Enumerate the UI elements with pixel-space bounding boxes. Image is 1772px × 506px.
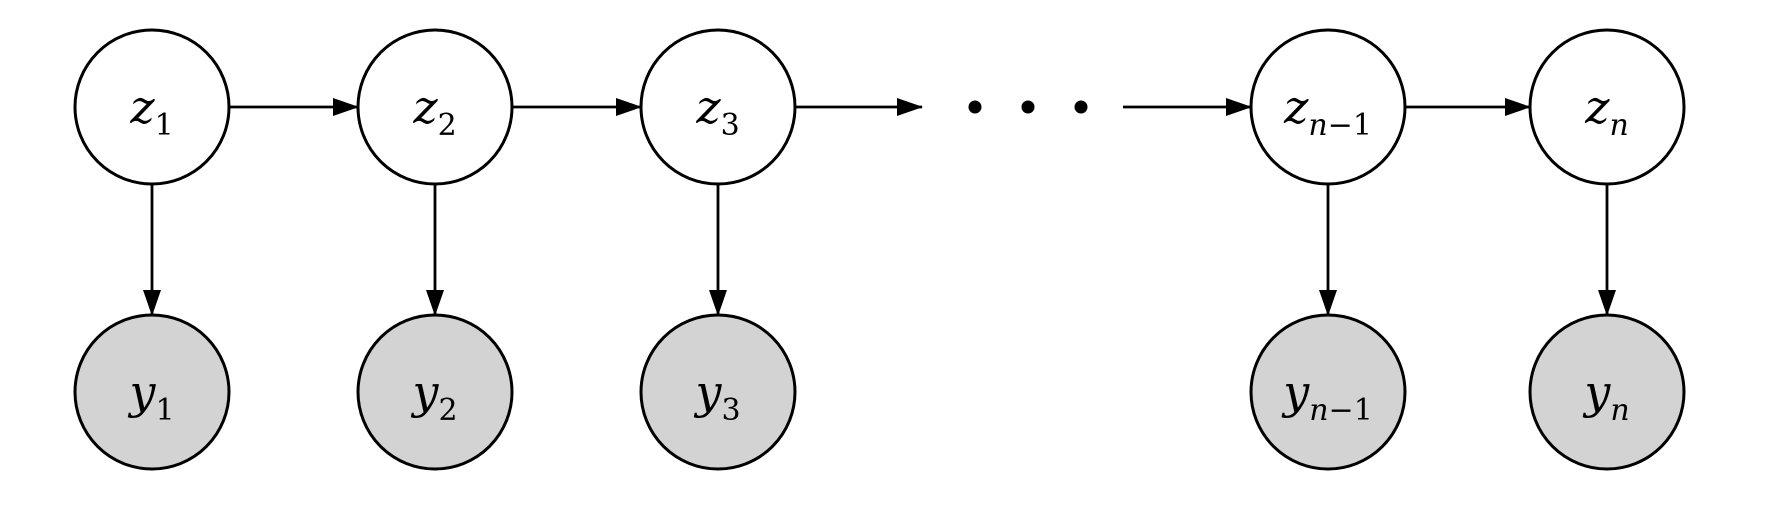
latent-node-z3: z3: [639, 28, 797, 186]
node-label-y2: y2: [410, 365, 457, 428]
latent-node-zn: zn: [1528, 28, 1686, 186]
edges-layer: [143, 98, 1616, 316]
node-label-z1: z1: [129, 80, 173, 143]
node-circle-yn: [1528, 313, 1686, 471]
node-circle-zn: [1528, 28, 1686, 186]
node-circle-y3: [639, 313, 797, 471]
node-label-zn-1: zn−1: [1283, 80, 1372, 143]
latent-node-zn-1: zn−1: [1249, 28, 1407, 186]
observed-node-yn-1: yn−1: [1249, 313, 1407, 471]
node-label-y1: y1: [127, 365, 174, 428]
node-circle-y2: [356, 313, 514, 471]
node-label-z3: z3: [695, 80, 739, 143]
node-label-yn-1: yn−1: [1281, 365, 1373, 428]
node-circle-z1: [73, 28, 231, 186]
ellipsis-dot-3: [1074, 100, 1088, 114]
observed-node-yn: yn: [1528, 313, 1686, 471]
node-label-zn: zn: [1584, 80, 1629, 143]
ellipsis-layer: [968, 100, 1088, 114]
node-circle-zn-1: [1249, 28, 1407, 186]
latent-node-z2: z2: [356, 28, 514, 186]
observed-node-y2: y2: [356, 313, 514, 471]
latent-node-z1: z1: [73, 28, 231, 186]
node-circle-yn-1: [1249, 313, 1407, 471]
ellipsis-dot-2: [1021, 100, 1035, 114]
observed-node-y1: y1: [73, 313, 231, 471]
node-circle-z3: [639, 28, 797, 186]
node-label-z2: z2: [412, 80, 456, 143]
observed-node-y3: y3: [639, 313, 797, 471]
ellipsis-dot-1: [968, 100, 982, 114]
node-label-y3: y3: [693, 365, 740, 428]
node-circle-y1: [73, 313, 231, 471]
node-circle-z2: [356, 28, 514, 186]
nodes-layer: z1 z2 z3 zn−1 zn y1 y2 y3 yn−1 yn: [73, 28, 1686, 471]
node-label-yn: yn: [1582, 365, 1629, 428]
